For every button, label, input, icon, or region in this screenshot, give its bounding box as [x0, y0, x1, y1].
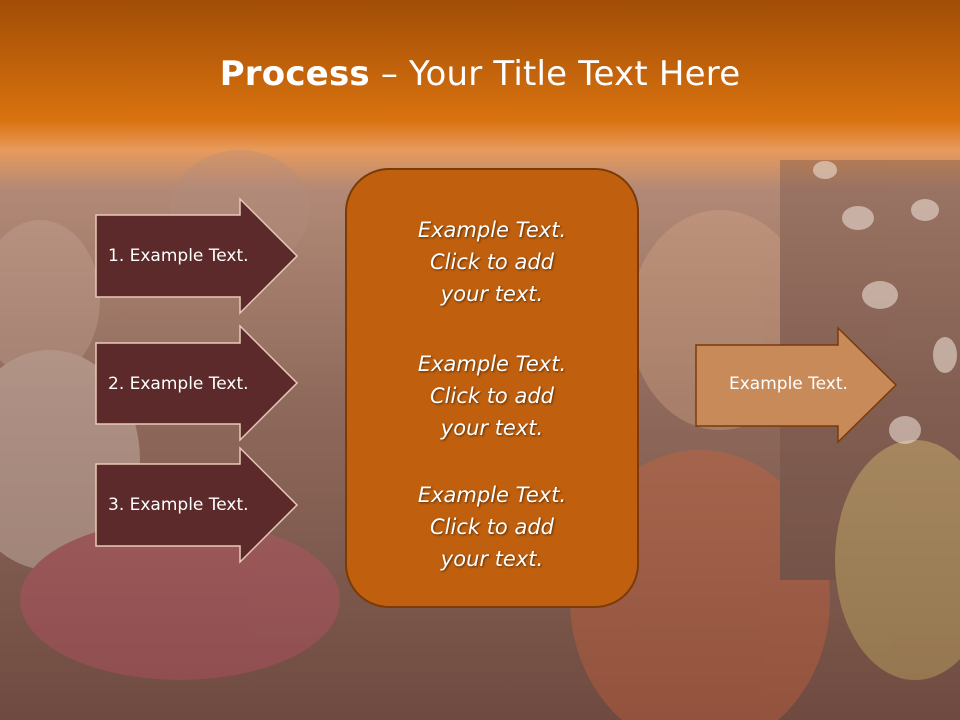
left-arrow-2-label: 2. Example Text.	[108, 374, 249, 394]
center-text-box[interactable]: Example Text. Click to add your text. Ex…	[345, 168, 639, 608]
left-arrow-3[interactable]	[95, 446, 299, 564]
left-arrow-2[interactable]	[95, 324, 299, 442]
center-block-3-line2: Click to add	[429, 515, 554, 539]
title-bold: Process	[219, 54, 370, 94]
slide-title[interactable]: Process – Your Title Text Here	[0, 52, 960, 96]
center-block-1-line2: Click to add	[429, 250, 554, 274]
title-rest: – Your Title Text Here	[369, 54, 741, 94]
center-block-2-line2: Click to add	[429, 384, 554, 408]
center-block-3-line1: Example Text.	[417, 483, 567, 507]
center-block-2-line3: your text.	[440, 416, 544, 440]
center-block-1-line1: Example Text.	[417, 218, 567, 242]
left-arrow-3-label: 3. Example Text.	[108, 495, 249, 515]
center-block-2-line1: Example Text.	[417, 352, 567, 376]
center-block-3: Example Text. Click to add your text.	[347, 479, 637, 575]
center-block-3-line3: your text.	[440, 547, 544, 571]
left-arrow-1[interactable]	[95, 197, 299, 315]
center-block-1: Example Text. Click to add your text.	[347, 214, 637, 310]
center-block-2: Example Text. Click to add your text.	[347, 348, 637, 444]
left-arrow-1-label: 1. Example Text.	[108, 246, 249, 266]
center-block-1-line3: your text.	[440, 282, 544, 306]
right-arrow[interactable]	[695, 326, 898, 444]
right-arrow-label: Example Text.	[729, 374, 848, 394]
